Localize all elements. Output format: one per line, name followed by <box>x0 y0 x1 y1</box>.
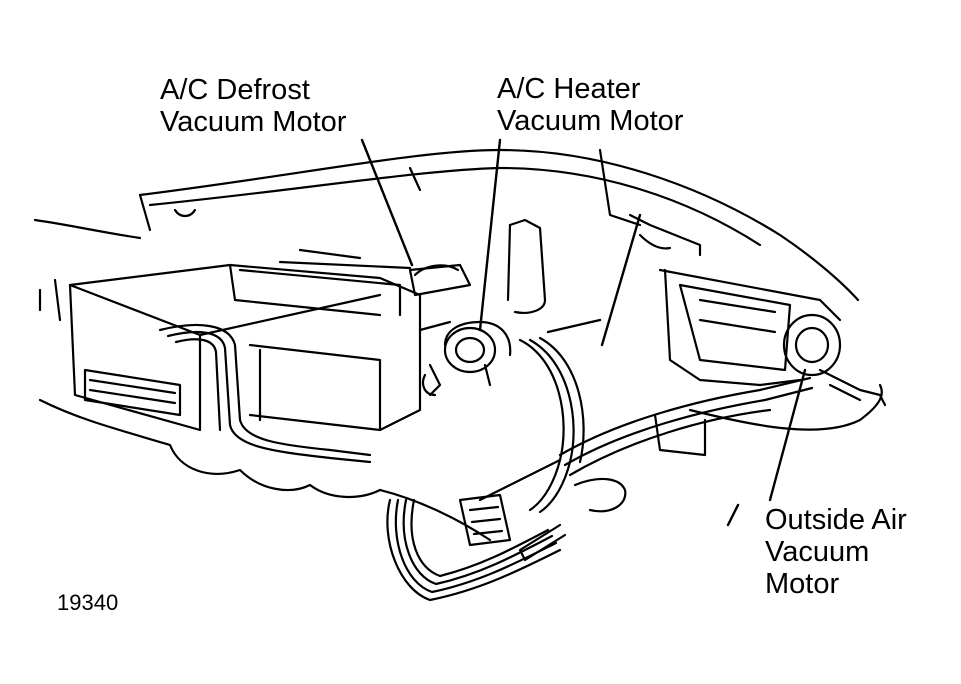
label-line: Vacuum Motor <box>497 105 684 137</box>
figure-number: 19340 <box>57 590 119 615</box>
dashboard-top-outline <box>33 148 860 302</box>
label-ac-heater-vacuum-motor: A/C Heater Vacuum Motor <box>497 73 683 137</box>
outside-air-vacuum-motor-drawing <box>628 213 887 407</box>
label-line: A/C Defrost <box>160 74 310 106</box>
outside-air-tick <box>726 503 740 527</box>
defrost-vacuum-motor-drawing <box>278 248 472 297</box>
label-line: A/C Heater <box>497 73 641 105</box>
heater-case-housing <box>38 263 422 432</box>
label-outside-air-vacuum-motor: Outside Air Vacuum Motor <box>765 504 907 600</box>
label-line: Outside Air <box>765 504 907 536</box>
label-line: Vacuum Motor <box>160 106 347 138</box>
dashboard-lower-outline <box>38 383 883 542</box>
duct-pipes <box>158 323 372 464</box>
leader-lines <box>360 138 807 527</box>
vacuum-connector-block <box>458 493 512 547</box>
vacuum-hose-bundle <box>386 336 814 602</box>
defrost-leader-line <box>360 138 414 267</box>
label-line: Motor <box>765 568 840 600</box>
label-ac-defrost-vacuum-motor: A/C Defrost Vacuum Motor <box>160 74 346 138</box>
heater-leader-line <box>478 138 502 332</box>
heater-vacuum-motor-drawing <box>418 218 547 397</box>
label-line: Vacuum <box>765 536 870 568</box>
outside-air-leader-line <box>768 368 807 502</box>
